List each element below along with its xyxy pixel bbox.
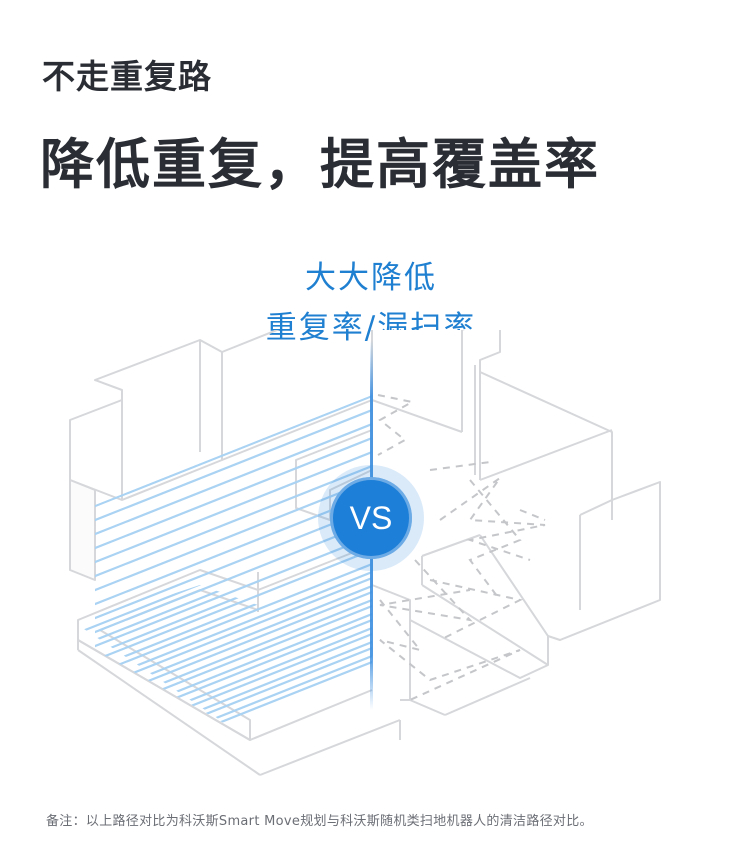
random-path-dashes [377,394,546,701]
planned-path-stripes [95,395,372,738]
section-subtitle: 不走重复路 [42,57,212,96]
floorplan-comparison-illustration [69,330,661,776]
vs-label: VS [330,477,412,559]
claim-line-1: 大大降低 [305,260,437,296]
footnote-text: 备注：以上路径对比为科沃斯Smart Move规划与科沃斯随机类扫地机器人的清洁… [46,814,593,829]
vs-badge: VS [318,465,424,571]
page-headline: 降低重复，提高覆盖率 [40,133,600,196]
